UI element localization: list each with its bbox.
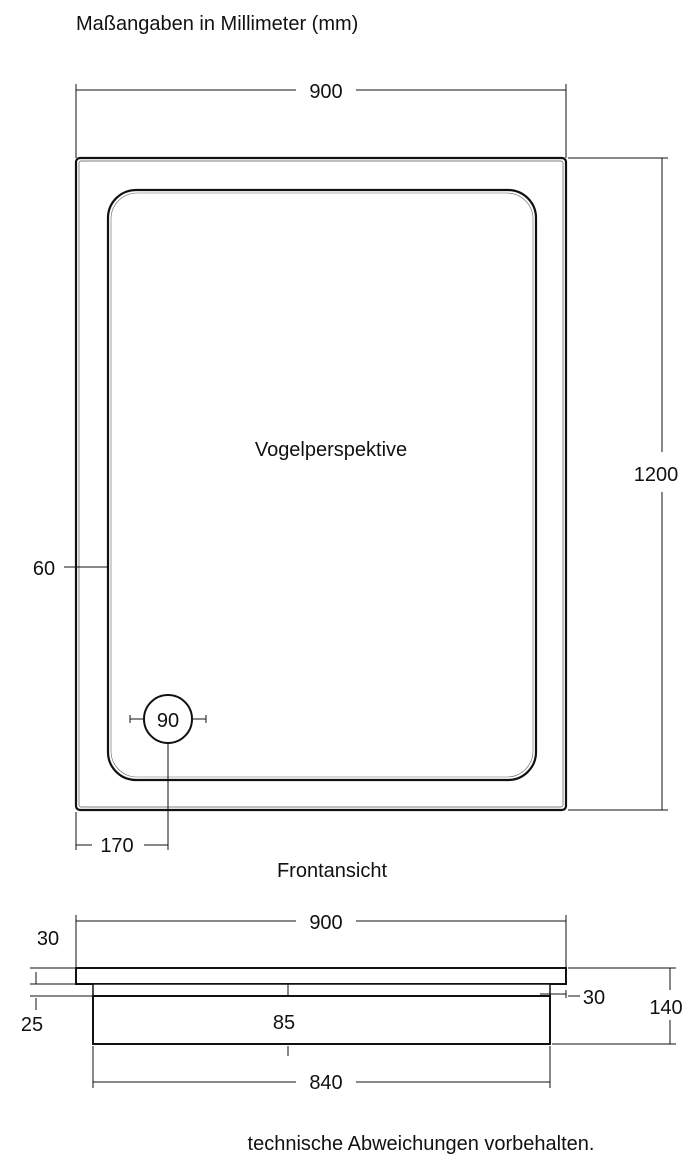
top-view-title: Vogelperspektive (255, 439, 407, 461)
top-width-dimension: 900 (75, 81, 567, 158)
top-length-label: 1200 (634, 464, 679, 486)
front-foot-height-label: 85 (273, 1012, 295, 1034)
front-view-title: Frontansicht (277, 860, 387, 882)
front-foot-gap-dimension: 25 (21, 983, 93, 1036)
front-foot-width-label: 840 (309, 1072, 342, 1094)
disclaimer: technische Abweichungen vorbehalten. (248, 1133, 595, 1155)
front-rim-height-dimension: 30 (30, 928, 76, 984)
front-rim-height-label: 30 (37, 928, 59, 950)
rim-label: 60 (33, 558, 55, 580)
front-foot-width-dimension: 840 (92, 1046, 551, 1094)
front-rim-slab (75, 967, 567, 985)
rim-dimension: 60 (33, 558, 109, 580)
top-length-dimension: 1200 (568, 157, 679, 811)
front-foot (92, 995, 551, 1045)
front-inset-dimension: 30 (540, 987, 605, 1009)
front-width-label: 900 (309, 912, 342, 934)
top-width-label: 900 (309, 81, 342, 103)
drain: 90 (129, 694, 207, 744)
front-inset-label: 30 (583, 987, 605, 1009)
front-total-height-label: 140 (649, 997, 682, 1019)
units-header: Maßangaben in Millimeter (mm) (76, 13, 358, 35)
drain-diameter-label: 90 (157, 710, 179, 732)
tray-basin (106, 188, 538, 782)
front-total-height-dimension: 140 (552, 967, 683, 1045)
front-width-dimension: 900 (75, 912, 567, 968)
drain-offset-label: 170 (100, 835, 133, 857)
front-foot-gap-label: 25 (21, 1014, 43, 1036)
front-step (92, 983, 551, 997)
tray-outline-inner (78, 160, 564, 808)
drain-offset-dimension: 170 (75, 743, 169, 857)
tray-basin-inner (110, 192, 534, 778)
front-foot-height-dimension: 85 (273, 984, 295, 1056)
